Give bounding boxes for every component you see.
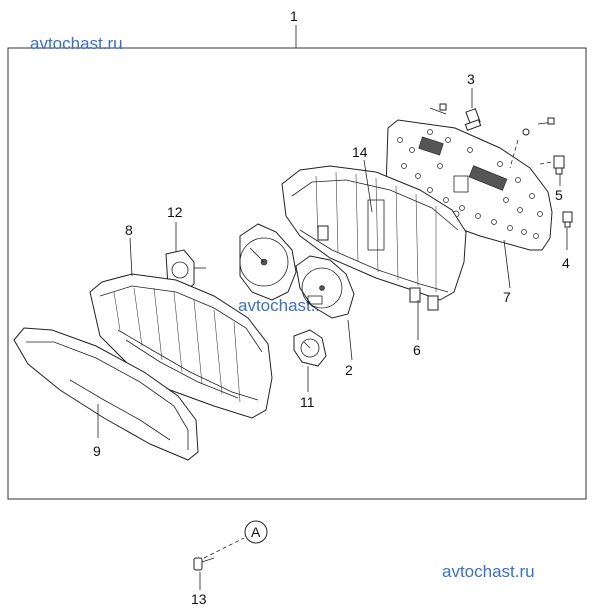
part-8-meter-visor (89, 273, 273, 419)
watermark-bottom-right: avtochast.ru (442, 562, 535, 581)
callout-11: 11 (300, 394, 315, 410)
part-7-printed-circuit-board (385, 119, 553, 251)
callout-7: 7 (503, 289, 511, 305)
callout-12: 12 (167, 204, 183, 220)
callout-6: 6 (413, 342, 421, 358)
callout-1: 1 (290, 8, 298, 24)
screw-upper-right (522, 117, 555, 136)
part-9-meter-glass (13, 327, 199, 461)
callout-5: 5 (555, 187, 563, 203)
watermark-top-left: avtochast.ru (30, 34, 123, 53)
part-5-bulb-socket (553, 155, 565, 175)
reference-a-label: A (251, 524, 261, 540)
speedometer-gauge (239, 223, 297, 301)
callout-9: 9 (93, 443, 101, 459)
part-13-bulb (193, 557, 215, 571)
assembly-frame (7, 47, 587, 500)
reference-a-circle (244, 520, 268, 544)
callout-13: 13 (191, 591, 207, 607)
watermark-center: avtochast.ru (238, 296, 331, 315)
callout-3: 3 (467, 71, 475, 87)
part-3-bulb-socket (464, 108, 482, 131)
part-4-bulb-socket (562, 211, 573, 228)
callout-8: 8 (125, 222, 133, 238)
screw-upper-left (429, 103, 447, 115)
part-11-fuel-gauge (293, 329, 327, 367)
callout-4: 4 (562, 255, 570, 271)
callout-2: 2 (345, 362, 353, 378)
callout-14: 14 (352, 144, 368, 160)
part-2-tachometer-gauge (295, 255, 355, 319)
